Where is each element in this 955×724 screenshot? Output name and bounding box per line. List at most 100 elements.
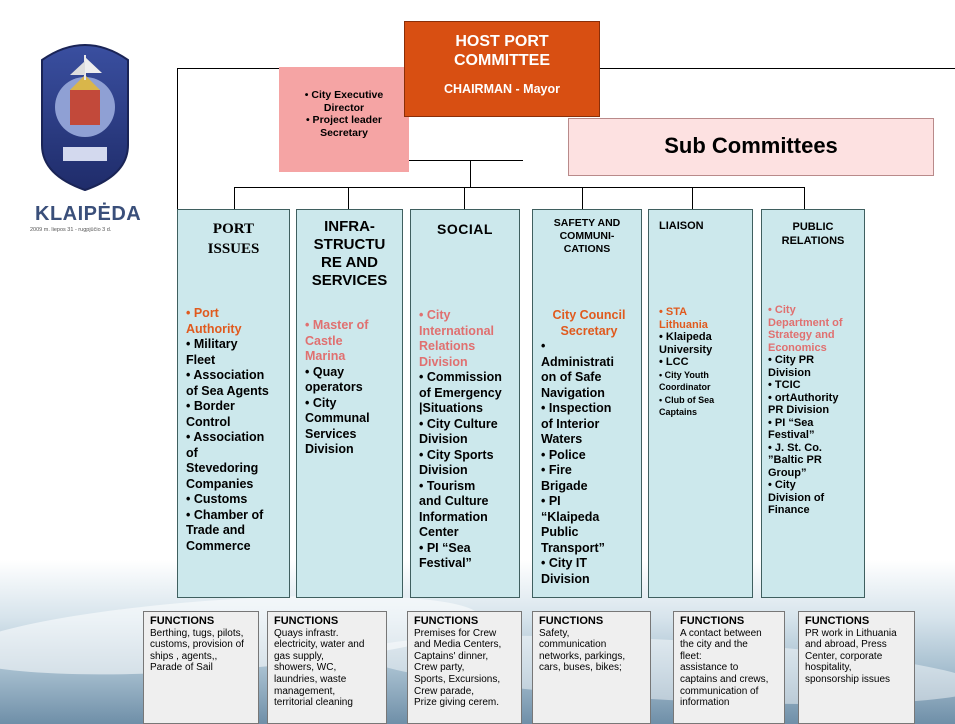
text-line: RE AND xyxy=(321,254,378,271)
text-line: Authority xyxy=(186,321,242,336)
exec-line-4: Secretary xyxy=(320,126,368,139)
text-line: PR work in Lithuania and abroad, Press C… xyxy=(805,627,897,685)
column-title: SOCIAL xyxy=(411,220,519,238)
text-line: • City Youth xyxy=(659,369,709,380)
klaipeda-logo: KLAIPĖDA 2009 m. liepos 31 - rugpjūčio 3… xyxy=(30,35,141,235)
text-line: • PI xyxy=(541,494,561,508)
text-line: INFRA- xyxy=(324,218,375,235)
text-line: • City Culture xyxy=(419,416,498,431)
text-line: Commerce xyxy=(186,538,251,553)
functions-box-port: FUNCTIONS Berthing, tugs, pilots, custom… xyxy=(143,611,259,724)
text-line: FUNCTIONS xyxy=(539,615,604,627)
text-line: A contact between the city and the fleet… xyxy=(680,627,769,709)
text-line: • PI “Sea xyxy=(768,416,814,429)
text-line: • Customs xyxy=(186,492,248,506)
functions-box-infrastructure: FUNCTIONS Quays infrastr. electricity, w… xyxy=(267,611,387,724)
text-line: • STA xyxy=(659,306,688,318)
text-line: Companies xyxy=(186,476,254,491)
text-line: Premises for Crew and Media Centers, Cap… xyxy=(414,627,502,709)
text-line: Quays infrastr. electricity, water and g… xyxy=(274,627,365,709)
text-line: Lithuania xyxy=(659,318,708,331)
text-line: • Police xyxy=(541,447,586,462)
host-title-2: COMMITTEE xyxy=(454,52,550,69)
text-line: • Border xyxy=(186,399,235,413)
host-title-1: HOST PORT xyxy=(455,33,549,50)
text-line: SOCIAL xyxy=(437,221,493,237)
text-line: operators xyxy=(305,380,363,394)
logo-caption: 2009 m. liepos 31 - rugpjūčio 3 d. xyxy=(30,227,112,233)
text-line: • Master of xyxy=(305,318,369,332)
text-line: • xyxy=(541,339,546,353)
text-line: SERVICES xyxy=(311,272,388,289)
text-line: Marina xyxy=(305,349,346,363)
text-line: • Quay xyxy=(305,364,345,379)
text-line: International xyxy=(419,323,495,338)
text-line: and Culture xyxy=(419,494,489,508)
text-line: Coordinator xyxy=(659,382,711,392)
text-line: Relations xyxy=(419,339,476,353)
text-line: • Inspection xyxy=(541,401,612,415)
text-line: City Council xyxy=(552,308,626,322)
text-line: of Interior xyxy=(541,416,600,431)
text-line: Strategy and xyxy=(768,329,835,341)
text-line: Division xyxy=(768,366,811,379)
column-title: PORT ISSUES xyxy=(178,219,289,259)
text-line: FUNCTIONS xyxy=(805,615,870,627)
text-line: • Commission xyxy=(419,370,502,384)
text-line: • PI “Sea xyxy=(419,540,471,555)
connector-line xyxy=(348,187,349,209)
text-line: Division of xyxy=(768,491,825,504)
text-line: • LCC xyxy=(659,356,689,368)
text-line: PORT xyxy=(212,221,255,237)
text-line: • Association xyxy=(186,368,265,382)
connector-line xyxy=(600,68,955,69)
host-port-committee-box: HOST PORT COMMITTEE CHAIRMAN - Mayor xyxy=(404,21,600,117)
host-chairman: CHAIRMAN - Mayor xyxy=(444,82,560,96)
text-line: Division xyxy=(419,463,468,477)
text-line: Trade and xyxy=(186,523,246,537)
text-line: Administrati xyxy=(541,354,614,369)
text-line: • Klaipeda xyxy=(659,331,712,343)
text-line: CATIONS xyxy=(563,243,611,255)
text-line: Safety, communication networks, parkings… xyxy=(539,627,626,674)
text-line: SAFETY AND xyxy=(553,217,621,229)
functions-box-safety: FUNCTIONS Safety, communication networks… xyxy=(532,611,651,724)
connector-line xyxy=(234,187,804,188)
text-line: University xyxy=(659,343,713,356)
text-line: PR Division xyxy=(768,404,830,416)
text-line: Communal xyxy=(305,411,370,425)
text-line: • ortAuthority xyxy=(768,391,839,404)
text-line: Castle xyxy=(305,333,343,348)
text-line: Center xyxy=(419,525,459,539)
text-line: ISSUES xyxy=(207,241,260,257)
text-line: Division xyxy=(305,442,354,456)
functions-box-social: FUNCTIONS Premises for Crew and Media Ce… xyxy=(407,611,522,724)
connector-line xyxy=(804,187,805,209)
connector-line xyxy=(234,187,235,209)
exec-line-3: • Project leader xyxy=(305,114,383,126)
functions-box-liaison: FUNCTIONS A contact between the city and… xyxy=(673,611,785,724)
text-line: STRUCTU xyxy=(313,236,386,253)
text-line: Captains xyxy=(659,407,698,417)
text-line: • Chamber of xyxy=(186,507,264,522)
exec-line-2: Director xyxy=(323,101,365,114)
column-title: LIAISON xyxy=(659,220,752,233)
text-line: FUNCTIONS xyxy=(680,615,745,627)
text-line: Festival” xyxy=(768,429,815,441)
text-line: Waters xyxy=(541,432,583,446)
exec-line-1: • City Executive xyxy=(304,89,384,101)
text-line: • TCIC xyxy=(768,379,801,391)
text-line: • Club of Sea xyxy=(659,394,715,405)
executive-box: • City Executive Director • Project lead… xyxy=(279,67,409,172)
text-line: • City Sports xyxy=(419,447,494,462)
text-line: of xyxy=(186,445,198,460)
